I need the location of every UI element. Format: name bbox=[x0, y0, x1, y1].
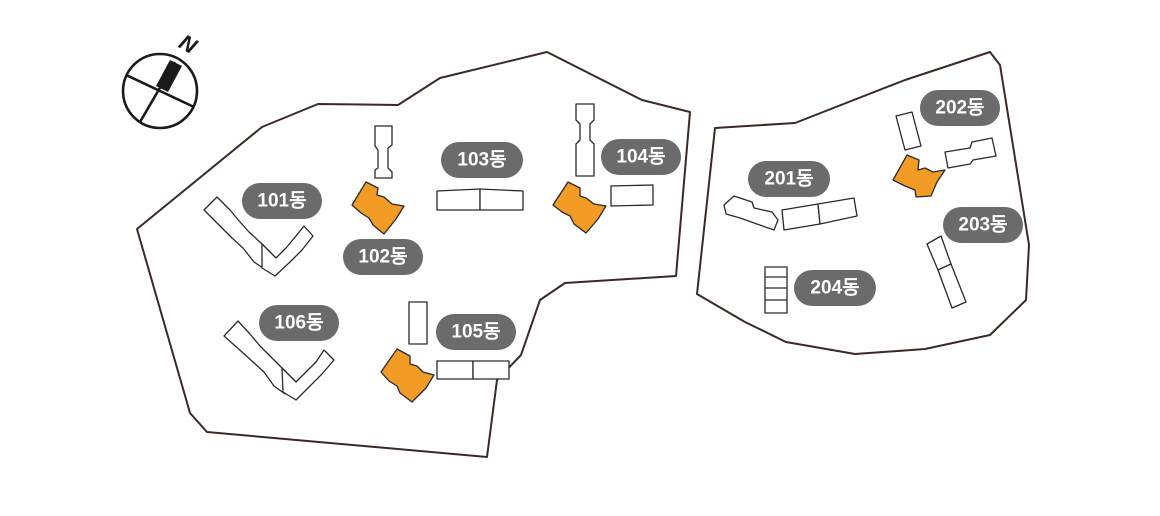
compass-cross-line bbox=[125, 73, 195, 109]
svg-text:103동: 103동 bbox=[457, 150, 506, 171]
label-105[interactable]: 105동 bbox=[436, 314, 516, 350]
svg-text:101동: 101동 bbox=[257, 191, 306, 212]
label-201[interactable]: 201동 bbox=[748, 161, 830, 197]
building-201[interactable] bbox=[723, 195, 858, 231]
label-106[interactable]: 106동 bbox=[259, 305, 339, 341]
building-105[interactable] bbox=[380, 301, 510, 403]
building-106[interactable] bbox=[223, 320, 335, 401]
svg-text:102동: 102동 bbox=[358, 247, 407, 268]
compass-ring bbox=[121, 52, 199, 130]
svg-text:204동: 204동 bbox=[810, 278, 859, 299]
svg-text:201동: 201동 bbox=[764, 169, 813, 190]
building-202[interactable] bbox=[892, 111, 997, 198]
label-202[interactable]: 202동 bbox=[920, 90, 1000, 126]
label-104[interactable]: 104동 bbox=[601, 139, 681, 175]
building-104[interactable] bbox=[552, 103, 654, 234]
svg-text:106동: 106동 bbox=[274, 313, 323, 334]
building-204[interactable] bbox=[764, 266, 788, 314]
compass: N bbox=[121, 29, 202, 130]
svg-text:105동: 105동 bbox=[451, 322, 500, 343]
building-102[interactable] bbox=[351, 125, 405, 235]
label-102[interactable]: 102동 bbox=[343, 239, 423, 275]
svg-text:203동: 203동 bbox=[958, 215, 1007, 236]
svg-text:202동: 202동 bbox=[935, 98, 984, 119]
building-103[interactable] bbox=[436, 188, 524, 211]
building-203[interactable] bbox=[926, 235, 967, 309]
compass-needle bbox=[156, 60, 182, 92]
north-label: N bbox=[175, 29, 202, 59]
label-103[interactable]: 103동 bbox=[441, 142, 523, 178]
building-101[interactable] bbox=[203, 196, 314, 277]
svg-text:104동: 104동 bbox=[616, 147, 665, 168]
label-204[interactable]: 204동 bbox=[794, 270, 876, 306]
label-203[interactable]: 203동 bbox=[943, 207, 1023, 243]
label-101[interactable]: 101동 bbox=[242, 183, 322, 219]
